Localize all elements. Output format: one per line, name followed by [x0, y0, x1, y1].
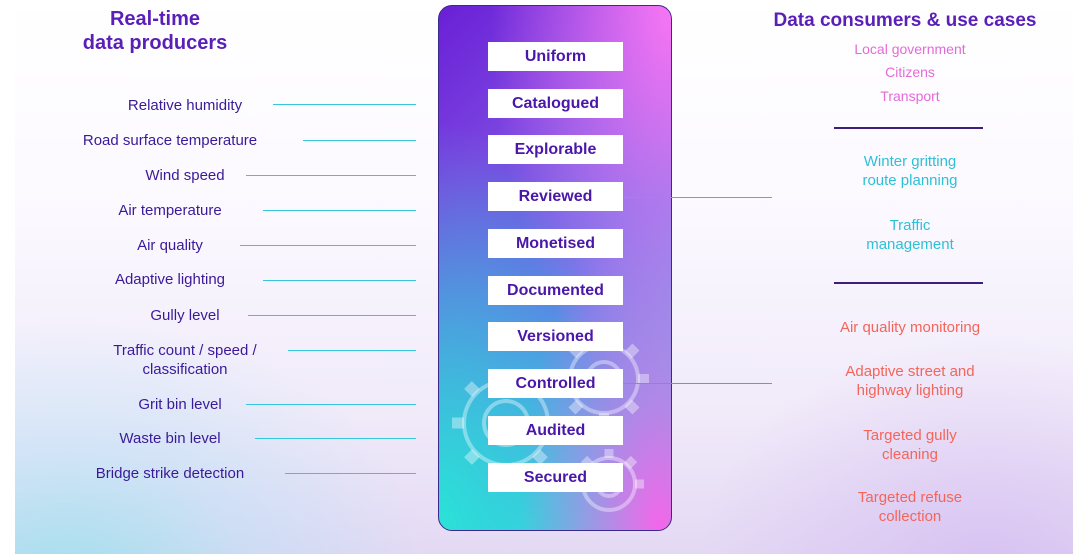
principle-monetised: Monetised — [488, 229, 623, 258]
producer-connector-line — [246, 175, 416, 176]
principle-reviewed: Reviewed — [488, 182, 623, 211]
producer-connector-line — [263, 280, 416, 281]
principle-controlled: Controlled — [488, 369, 623, 398]
principle-catalogued: Catalogued — [488, 89, 623, 118]
producer-air-temperature: Air temperature — [118, 202, 222, 219]
consumer-local-government: Local government — [854, 41, 966, 57]
use-case-refuse-collection: Targeted refuse collection — [857, 489, 963, 525]
use-case-gully-cleaning: Targeted gully cleaning — [863, 427, 957, 463]
consumer-transport: Transport — [880, 88, 940, 104]
producer-connector-line — [263, 210, 416, 211]
producers-heading: Real-time data producers — [82, 8, 228, 54]
principle-audited: Audited — [488, 416, 623, 445]
consumer-citizens: Citizens — [885, 64, 935, 80]
consumers-heading: Data consumers & use cases — [773, 10, 1037, 31]
use-case-winter-gritting: Winter gritting route planning — [862, 153, 958, 189]
use-case-traffic-management: Traffic management — [866, 217, 954, 253]
section-divider — [834, 282, 983, 284]
producer-connector-line — [248, 315, 416, 316]
producer-relative-humidity: Relative humidity — [127, 97, 243, 114]
producer-connector-line — [240, 245, 416, 246]
producer-waste-bin-level: Waste bin level — [119, 430, 221, 447]
producer-connector-line — [246, 404, 416, 405]
producer-gully-level: Gully level — [150, 307, 220, 324]
producer-connector-line — [255, 438, 416, 439]
use-case-air-quality-monitoring: Air quality monitoring — [839, 319, 981, 336]
producer-grit-bin-level: Grit bin level — [138, 396, 222, 413]
producer-adaptive-lighting: Adaptive lighting — [114, 271, 226, 288]
section-divider — [834, 127, 983, 129]
principle-explorable: Explorable — [488, 135, 623, 164]
producer-traffic-count: Traffic count / speed / classification — [113, 342, 257, 378]
controlled-connector-line — [605, 383, 772, 384]
producer-connector-line — [303, 140, 416, 141]
producer-air-quality: Air quality — [137, 237, 203, 254]
producer-connector-line — [273, 104, 416, 105]
producer-road-surface-temperature: Road surface temperature — [82, 132, 258, 149]
principle-secured: Secured — [488, 463, 623, 492]
producer-connector-line — [285, 473, 416, 474]
producer-connector-line — [288, 350, 416, 351]
data-platform-pillar — [438, 5, 672, 531]
gear-icon — [452, 334, 649, 512]
principle-documented: Documented — [488, 276, 623, 305]
principle-versioned: Versioned — [488, 322, 623, 351]
principle-uniform: Uniform — [488, 42, 623, 71]
use-case-adaptive-lighting: Adaptive street and highway lighting — [845, 363, 975, 399]
producer-bridge-strike-detection: Bridge strike detection — [95, 465, 245, 482]
producer-wind-speed: Wind speed — [145, 167, 225, 184]
reviewed-connector-line — [623, 197, 772, 198]
